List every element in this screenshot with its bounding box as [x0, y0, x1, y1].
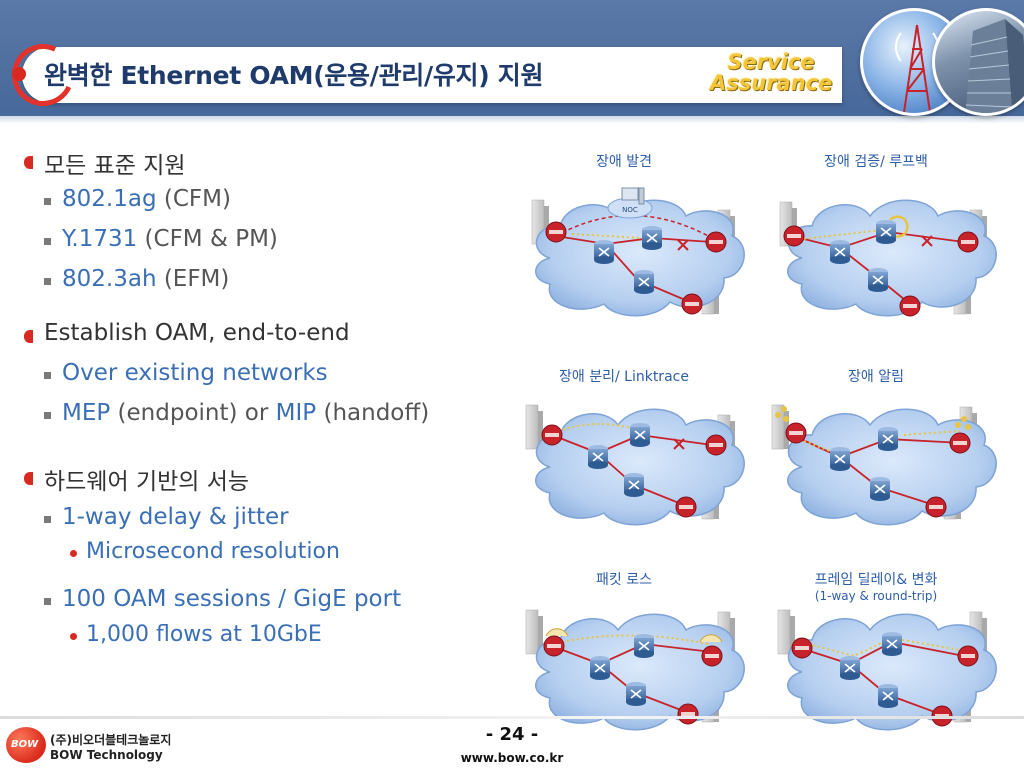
footer-divider: [0, 716, 1024, 719]
sub-bullet-marker-icon: [44, 238, 51, 245]
bullet-marker-icon: [24, 156, 33, 169]
diagram-fault-isolation: [525, 404, 745, 526]
sub-sub-bullet-marker-icon: [70, 633, 77, 640]
sub-bullet-main: 1-way delay & jitter: [62, 504, 289, 530]
bullet-marker-icon: [24, 472, 33, 485]
title-dot-icon: [12, 67, 26, 81]
sub-bullet-marker-icon: [44, 516, 51, 523]
header-shadow: [0, 116, 1024, 124]
sub-bullet-marker-icon: [44, 598, 51, 605]
bullet-text: 모든 표준 지원: [44, 153, 186, 179]
building-photo: [932, 8, 1024, 116]
diagram-fault-verification: [779, 199, 997, 317]
diagram-fault-notification: [771, 404, 997, 526]
diagram-caption-fault-isolation: 장애 분리/ Linktrace: [559, 369, 689, 385]
building-icon: [965, 19, 1024, 113]
bullet-marker-icon: [24, 330, 33, 343]
tower-icon: [894, 24, 940, 113]
sub-bullet-main: MEP: [62, 400, 111, 426]
company-name-english: BOW Technology: [50, 748, 163, 762]
sub-bullet-main: 802.1ag: [62, 186, 157, 212]
sub-bullet-suffix: (CFM): [156, 186, 231, 212]
bullet-text: Establish OAM, end-to-end: [44, 320, 350, 346]
diagram-caption-fault-detection: 장애 발견: [596, 154, 652, 170]
sub-bullet-marker-icon: [44, 372, 51, 379]
noc-label: NOC: [622, 206, 638, 214]
sub-bullet-suffix: (endpoint) or: [110, 400, 276, 426]
diagram-caption-frame-delay: 프레임 딜레이& 변화: [814, 572, 938, 588]
sub-bullet-suffix: (EFM): [156, 266, 230, 292]
diagram-subcaption-frame-delay: (1-way & round-trip): [814, 589, 938, 603]
bow-logo-icon: [6, 727, 46, 763]
brand-line-2: Assurance: [710, 71, 833, 95]
service-assurance-logo: Service Assurance: [710, 52, 832, 94]
sub-bullet-suffix: (CFM & PM): [137, 226, 278, 252]
sub-bullet-main: 100 OAM sessions / GigE port: [62, 586, 402, 612]
sub-bullet-marker-icon: [44, 412, 51, 419]
bullet-text: 하드웨어 기반의 서능: [44, 469, 250, 495]
title-bar: [22, 47, 842, 103]
website-url: www.bow.co.kr: [460, 751, 564, 765]
sub-sub-bullet-text: 1,000 flows at 10GbE: [86, 622, 322, 647]
diagram-frame-delay: [777, 609, 997, 731]
page-title: 완벽한 Ethernet OAM(운용/관리/유지) 지원: [44, 61, 544, 90]
bow-logo-mark: BOW: [11, 739, 39, 750]
sub-bullet-main: Y.1731: [62, 226, 138, 252]
diagram-caption-packet-loss: 패킷 로스: [596, 572, 652, 588]
diagram-packet-loss: [525, 609, 745, 731]
diagram-caption-fault-verification: 장애 검증/ 루프백: [824, 154, 928, 170]
sub-bullet-main: Over existing networks: [62, 360, 328, 386]
diagram-fault-detection: NOC: [531, 187, 745, 317]
sub-bullet-suffix-2: (handoff): [316, 400, 430, 426]
sub-bullet-marker-icon: [44, 198, 51, 205]
page-number: - 24 -: [485, 724, 539, 745]
sub-sub-bullet-marker-icon: [70, 550, 77, 557]
sub-bullet-main-2: MIP: [275, 400, 317, 426]
sub-bullet-main: 802.3ah: [62, 266, 157, 292]
diagram-caption-fault-notification: 장애 알림: [848, 369, 904, 385]
sub-bullet-marker-icon: [44, 278, 51, 285]
brand-line-1: Service: [727, 50, 815, 74]
sub-sub-bullet-text: Microsecond resolution: [86, 539, 340, 564]
company-name-korean: (주)비오더블테크놀로지: [50, 733, 172, 747]
